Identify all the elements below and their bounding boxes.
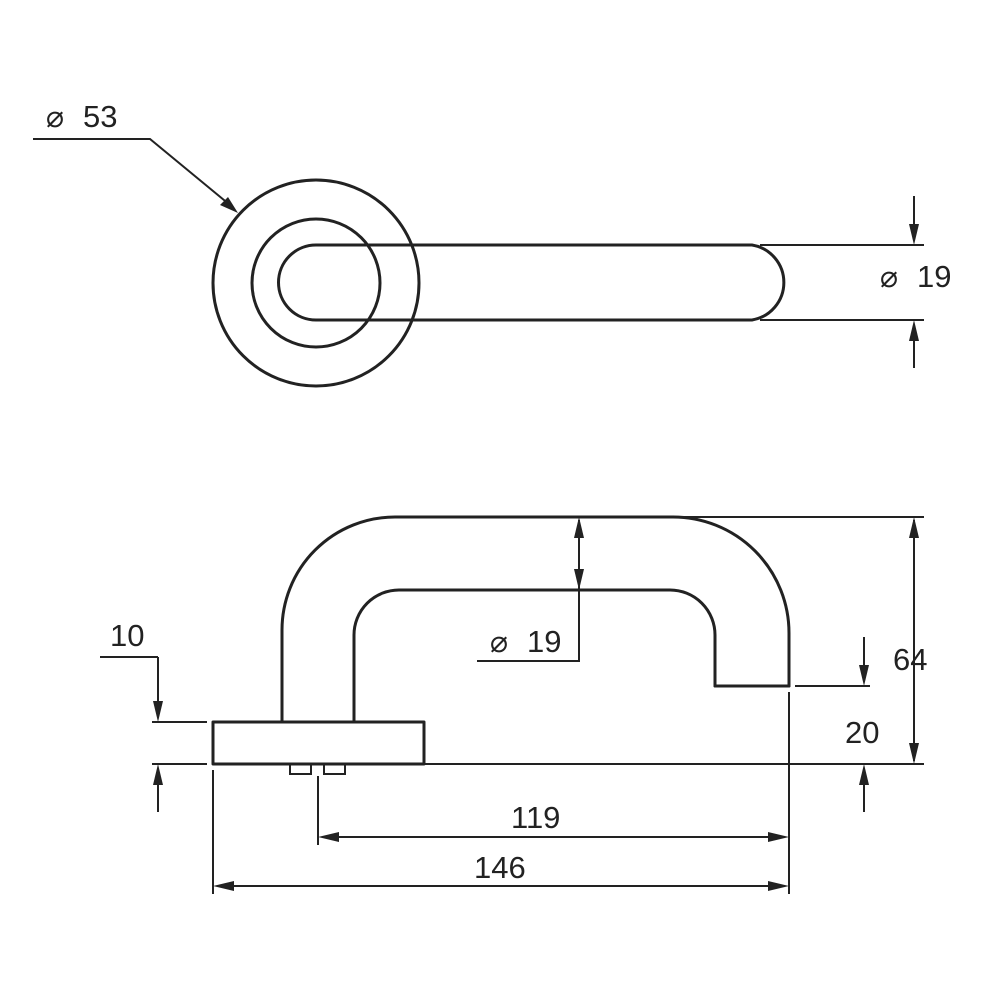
rose-thickness-arrow-lower <box>153 764 163 785</box>
overall-length-arrow-left <box>213 881 234 891</box>
spindle-to-end-value: 119 <box>511 800 560 835</box>
lever-top-diameter-symbol: ⌀ <box>880 260 898 295</box>
projection-value: 64 <box>893 642 927 677</box>
lever-side-dim-arrow-top <box>574 517 584 538</box>
lever-inner-profile <box>352 588 717 724</box>
top-view: ⌀ 53 ⌀ 19 <box>33 99 951 388</box>
lever-side-diameter-value: 19 <box>527 624 561 659</box>
lever-top-dim-arrow-lower <box>909 320 919 341</box>
rose-thickness-value: 10 <box>110 618 144 653</box>
lever-top-diameter-value: 19 <box>917 259 951 294</box>
projection-arrow-bottom <box>909 743 919 764</box>
spindle-to-end-arrow-left <box>318 832 339 842</box>
rose-inner-ring <box>250 217 382 349</box>
end-height-arrow-lower <box>859 764 869 785</box>
lever-top-dim-arrow-upper <box>909 224 919 245</box>
rose-plate-side <box>211 720 426 766</box>
fixing-screw-right <box>323 763 346 775</box>
projection-arrow-top <box>909 517 919 538</box>
rose-diameter-leader <box>33 138 231 206</box>
rose-diameter-value: 53 <box>83 99 117 134</box>
end-height-arrow-upper <box>859 665 869 686</box>
overall-length-value: 146 <box>474 850 526 885</box>
lever-body-top <box>277 243 786 322</box>
spindle-to-end-arrow-right <box>768 832 789 842</box>
end-height-value: 20 <box>845 715 879 750</box>
lever-side-diameter-symbol: ⌀ <box>490 625 508 660</box>
rose-outer-circle <box>211 178 421 388</box>
side-view: ⌀ 19 10 64 20 119 146 <box>100 515 927 894</box>
lever-side-dim-arrow-bottom <box>574 569 584 590</box>
rose-diameter-arrowhead <box>220 197 238 213</box>
lever-outer-profile <box>280 515 791 724</box>
rose-thickness-arrow-upper <box>153 701 163 722</box>
overall-length-arrow-right <box>768 881 789 891</box>
fixing-screw-left <box>289 763 312 775</box>
rose-diameter-symbol: ⌀ <box>46 100 64 135</box>
